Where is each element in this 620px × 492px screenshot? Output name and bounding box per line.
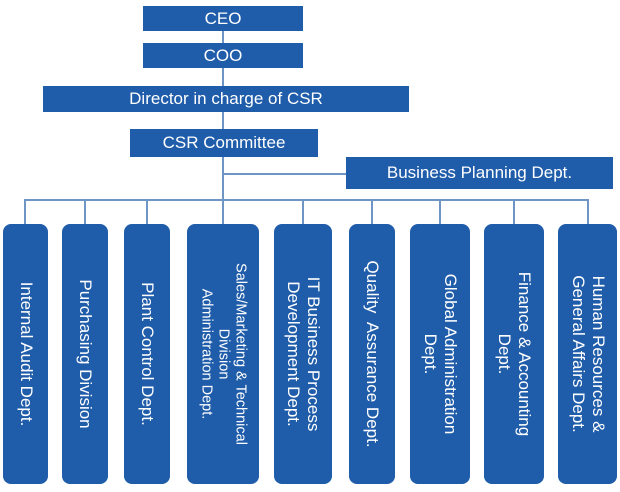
ceo-box: CEO bbox=[143, 6, 303, 31]
dept-label: Plant Control Dept. bbox=[138, 282, 157, 426]
dept-label: Sales/Marketing & Technical Division Adm… bbox=[198, 263, 249, 445]
dept-label: Finance & Accounting Dept. bbox=[495, 271, 534, 437]
dept-label: Internal Audit Dept. bbox=[16, 281, 36, 427]
dept-plant-control: Plant Control Dept. bbox=[124, 224, 170, 484]
dept-label: Global Administration Dept. bbox=[421, 273, 460, 435]
dept-label: Human Resources & General Affairs Dept. bbox=[568, 275, 608, 433]
dept-finance-accounting: Finance & Accounting Dept. bbox=[484, 224, 544, 484]
csr-committee-box: CSR Committee bbox=[130, 129, 318, 157]
dept-global-administration: Global Administration Dept. bbox=[410, 224, 470, 484]
dept-label: IT Business Process Development Dept. bbox=[284, 276, 323, 432]
dept-sales-marketing: Sales/Marketing & Technical Division Adm… bbox=[187, 224, 259, 484]
dept-internal-audit: Internal Audit Dept. bbox=[3, 224, 48, 484]
dept-label: Quality Assurance Dept. bbox=[363, 260, 382, 448]
business-planning-box: Business Planning Dept. bbox=[346, 157, 613, 189]
dept-quality-assurance: Quality Assurance Dept. bbox=[349, 224, 395, 484]
coo-box: COO bbox=[143, 43, 303, 68]
dept-human-resources: Human Resources & General Affairs Dept. bbox=[558, 224, 617, 484]
director-csr-box: Director in charge of CSR bbox=[43, 86, 409, 112]
dept-purchasing: Purchasing Division bbox=[62, 224, 108, 484]
dept-it-business-process: IT Business Process Development Dept. bbox=[274, 224, 332, 484]
dept-label: Purchasing Division bbox=[76, 279, 95, 429]
